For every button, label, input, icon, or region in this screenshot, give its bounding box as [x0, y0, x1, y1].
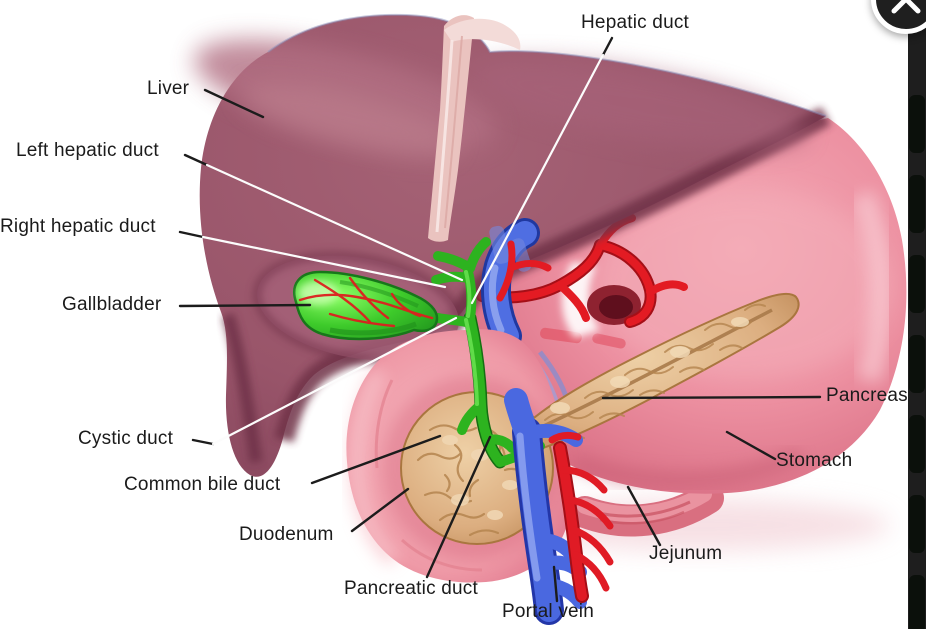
- leader-portal-vein: [552, 565, 559, 603]
- falciform-ligament-shape: [428, 15, 521, 242]
- label-gallbladder: Gallbladder: [62, 294, 162, 315]
- label-portal-vein: Portal vein: [502, 601, 594, 622]
- edge-panel-segment: [909, 335, 925, 393]
- label-hepatic-duct: Hepatic duct: [581, 12, 690, 33]
- leader-cystic-duct: [191, 438, 215, 446]
- x-close-icon: [891, 0, 921, 14]
- leader-duodenum: [350, 487, 410, 533]
- leader-left-hepatic-duct: [183, 153, 209, 167]
- label-cystic-duct: Cystic duct: [78, 428, 174, 449]
- leader-right-hepatic-duct-white: [201, 235, 447, 289]
- leader-gallbladder: [178, 303, 312, 308]
- label-pancreas: Pancreas: [826, 385, 908, 406]
- leader-pancreatic-duct: [425, 435, 492, 579]
- right-edge-panel: [908, 0, 926, 629]
- label-duodenum: Duodenum: [239, 524, 334, 545]
- leader-stomach: [725, 430, 777, 461]
- edge-panel-segment: [909, 415, 925, 473]
- portal-vein-lower: [504, 388, 614, 625]
- label-common-bile-duct: Common bile duct: [124, 474, 281, 495]
- edge-panel-segment: [909, 175, 925, 233]
- edge-panel-segment: [909, 495, 925, 553]
- label-stomach: Stomach: [776, 450, 853, 471]
- label-pancreatic-duct: Pancreatic duct: [344, 578, 478, 599]
- leader-lines: [178, 36, 822, 603]
- leader-cystic-duct-white: [211, 316, 458, 446]
- leader-common-bile-duct: [310, 434, 442, 485]
- leader-pancreas: [601, 395, 822, 400]
- gallbladder-shape: [293, 270, 439, 341]
- label-right-hepatic-duct: Right hepatic duct: [0, 216, 156, 237]
- leader-left-hepatic-duct-white: [205, 163, 464, 282]
- leader-jejunum: [626, 485, 662, 547]
- edge-panel-segment: [909, 255, 925, 313]
- label-liver: Liver: [147, 78, 190, 99]
- edge-panel-segment: [909, 95, 925, 153]
- label-jejunum: Jejunum: [649, 543, 723, 564]
- portal-vein-upper: [480, 218, 573, 412]
- leader-right-hepatic-duct: [178, 230, 205, 239]
- pancreas-body-shape: [516, 292, 800, 452]
- label-left-hepatic-duct: Left hepatic duct: [16, 140, 159, 161]
- leader-liver: [203, 88, 265, 119]
- leader-hepatic-duct-white: [470, 53, 605, 305]
- edge-panel-segment: [909, 575, 925, 629]
- leader-hepatic-duct: [601, 36, 614, 57]
